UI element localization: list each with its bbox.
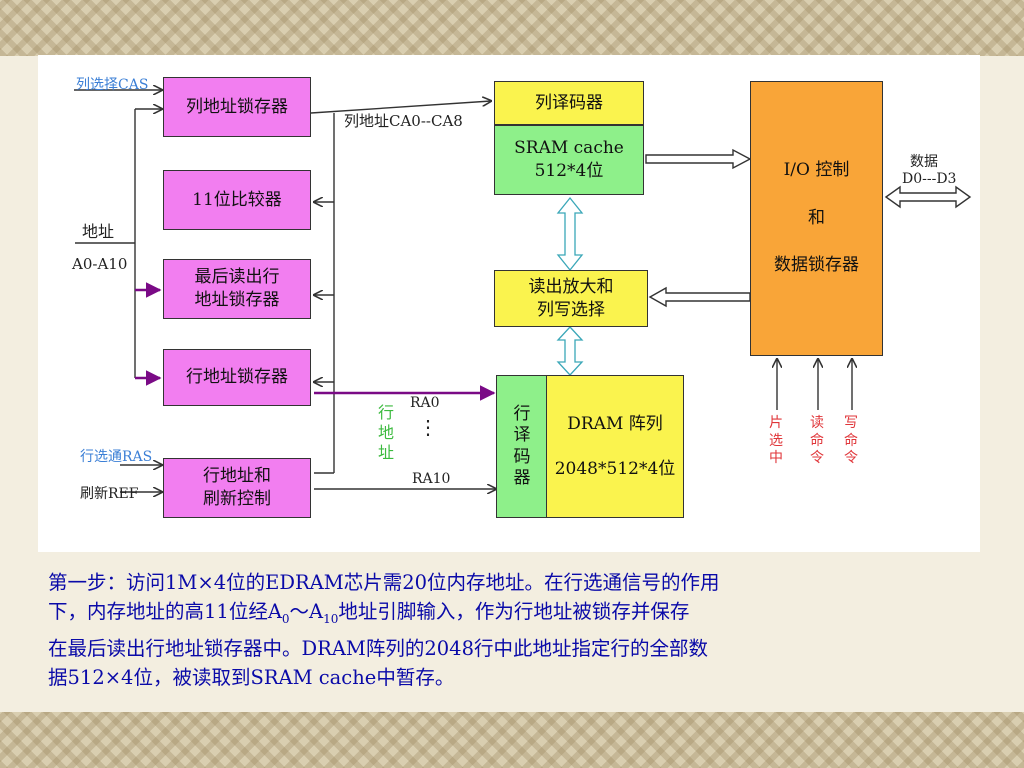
explanation-line-3: 在最后读出行地址锁存器中。DRAM阵列的2048行中此地址指定行的全部数 <box>48 636 708 660</box>
read-command-label: 读命令 <box>810 415 824 466</box>
write-command-label: 写命令 <box>844 415 858 466</box>
address-range-label: A0-A10 <box>72 255 128 273</box>
comparator-11bit: 11位比较器 <box>163 170 311 230</box>
edram-block-diagram: 列地址锁存器 11位比较器 最后读出行地址锁存器 行地址锁存器 行地址和刷新控制… <box>38 55 980 552</box>
chip-select-label: 片选中 <box>769 415 783 466</box>
decorative-border-top <box>0 0 1024 56</box>
cas-label: 列选择CAS <box>76 77 149 93</box>
io-control-data-latch: I/O 控制和数据锁存器 <box>750 81 883 356</box>
ellipsis-label: ⋮ <box>418 415 438 439</box>
data-range-label: D0---D3 <box>902 171 957 187</box>
sense-amp-column-write-select: 读出放大和列写选择 <box>494 270 648 327</box>
last-read-row-address-latch: 最后读出行地址锁存器 <box>163 259 311 319</box>
ra0-label: RA0 <box>410 395 440 411</box>
explanation-line-1: 第一步：访问1M×4位的EDRAM芯片需20位内存地址。在行选通信号的作用 <box>48 571 720 594</box>
refresh-label: 刷新REF <box>80 486 139 502</box>
address-label: 地址 <box>82 222 115 241</box>
ras-label: 行选通RAS <box>80 449 153 465</box>
row-decoder: 行译码器 <box>496 375 548 518</box>
row-address-latch: 行地址锁存器 <box>163 349 311 406</box>
row-address-refresh-control: 行地址和刷新控制 <box>163 458 311 518</box>
row-address-vertical-label: 行地址 <box>378 403 395 462</box>
explanation-line-2: 下，内存地址的高11位经A0～A10地址引脚输入，作为行地址被锁存并保存 <box>48 600 690 626</box>
column-address-latch: 列地址锁存器 <box>163 77 311 137</box>
explanation-paragraph: 第一步：访问1M×4位的EDRAM芯片需20位内存地址。在行选通信号的作用 下，… <box>48 568 978 692</box>
diagram-wires <box>74 55 972 552</box>
decorative-border-bottom <box>0 712 1024 768</box>
column-decoder: 列译码器 <box>494 81 644 125</box>
column-address-label: 列地址CA0--CA8 <box>344 112 463 130</box>
explanation-line-4: 据512×4位，被读取到SRAM cache中暂存。 <box>48 665 455 689</box>
ra10-label: RA10 <box>412 471 451 487</box>
data-label: 数据 <box>910 154 938 170</box>
